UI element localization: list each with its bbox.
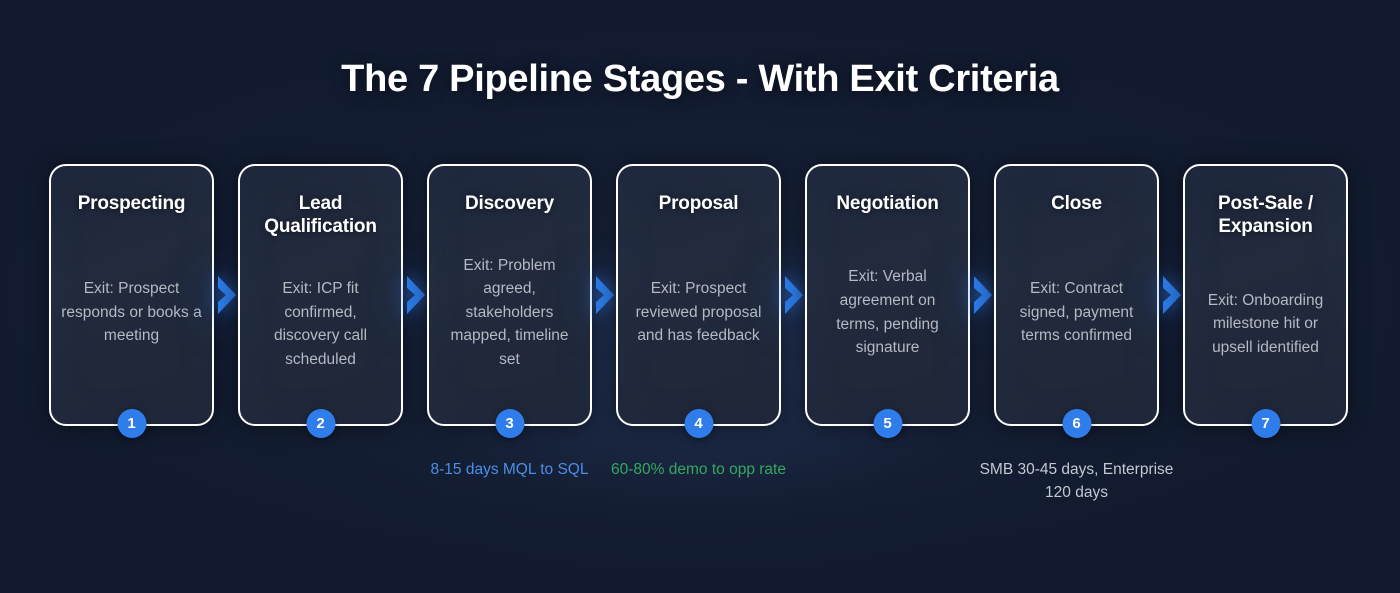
stage-body: Exit: Verbal agreement on terms, pending… xyxy=(817,217,958,408)
stage-title: Prospecting xyxy=(77,193,186,214)
chevron-right-icon xyxy=(402,272,430,318)
stage-number-badge: 3 xyxy=(495,409,524,438)
stage-body: Exit: ICP fit confirmed, discovery call … xyxy=(250,240,391,408)
stage-exit-criteria: Exit: Onboarding milestone hit or upsell… xyxy=(1207,291,1324,356)
stage-exit-criteria: Exit: Problem agreed, stakeholders mappe… xyxy=(450,256,569,368)
stage-exit-criteria: Exit: ICP fit confirmed, discovery call … xyxy=(273,280,368,368)
page-title: The 7 Pipeline Stages - With Exit Criter… xyxy=(341,58,1059,100)
stage-exit-criteria: Exit: Verbal agreement on terms, pending… xyxy=(836,268,939,357)
stage-number-badge: 5 xyxy=(873,409,902,438)
stage-body: Exit: Onboarding milestone hit or upsell… xyxy=(1195,240,1336,408)
stage-metric-annotation: SMB 30-45 days, Enterprise 120 days xyxy=(979,461,1174,501)
stage-number-badge: 1 xyxy=(117,409,146,438)
stage-title: Proposal xyxy=(658,193,739,214)
stage-title: Close xyxy=(1051,193,1102,214)
stage-body: Exit: Prospect responds or books a meeti… xyxy=(61,217,202,408)
stage-metric-annotation: 8-15 days MQL to SQL xyxy=(430,461,589,478)
stage-title: Negotiation xyxy=(836,193,939,214)
stage-metric-annotation: 60-80% demo to opp rate xyxy=(611,461,786,478)
stage-body: Exit: Prospect reviewed proposal and has… xyxy=(628,217,769,408)
stage-number-badge: 2 xyxy=(306,409,335,438)
chevron-right-icon xyxy=(1158,272,1186,318)
stage-exit-criteria: Exit: Prospect reviewed proposal and has… xyxy=(635,280,762,345)
chevron-right-icon xyxy=(591,272,619,318)
stage-title: Post-Sale / Expansion xyxy=(1218,193,1313,238)
chevron-right-icon xyxy=(213,272,241,318)
stage-number-badge: 7 xyxy=(1251,409,1280,438)
stage-title: Lead Qualification xyxy=(264,193,377,238)
stage-exit-criteria: Exit: Prospect responds or books a meeti… xyxy=(61,280,202,345)
stage-body: Exit: Problem agreed, stakeholders mappe… xyxy=(439,217,580,408)
stage-exit-criteria: Exit: Contract signed, payment terms con… xyxy=(1019,280,1134,345)
chevron-right-icon xyxy=(969,272,997,318)
stage-title: Discovery xyxy=(464,193,555,214)
stage-number-badge: 6 xyxy=(1062,409,1091,438)
stage-number-badge: 4 xyxy=(684,409,713,438)
chevron-right-icon xyxy=(780,272,808,318)
stage-body: Exit: Contract signed, payment terms con… xyxy=(1006,217,1147,408)
